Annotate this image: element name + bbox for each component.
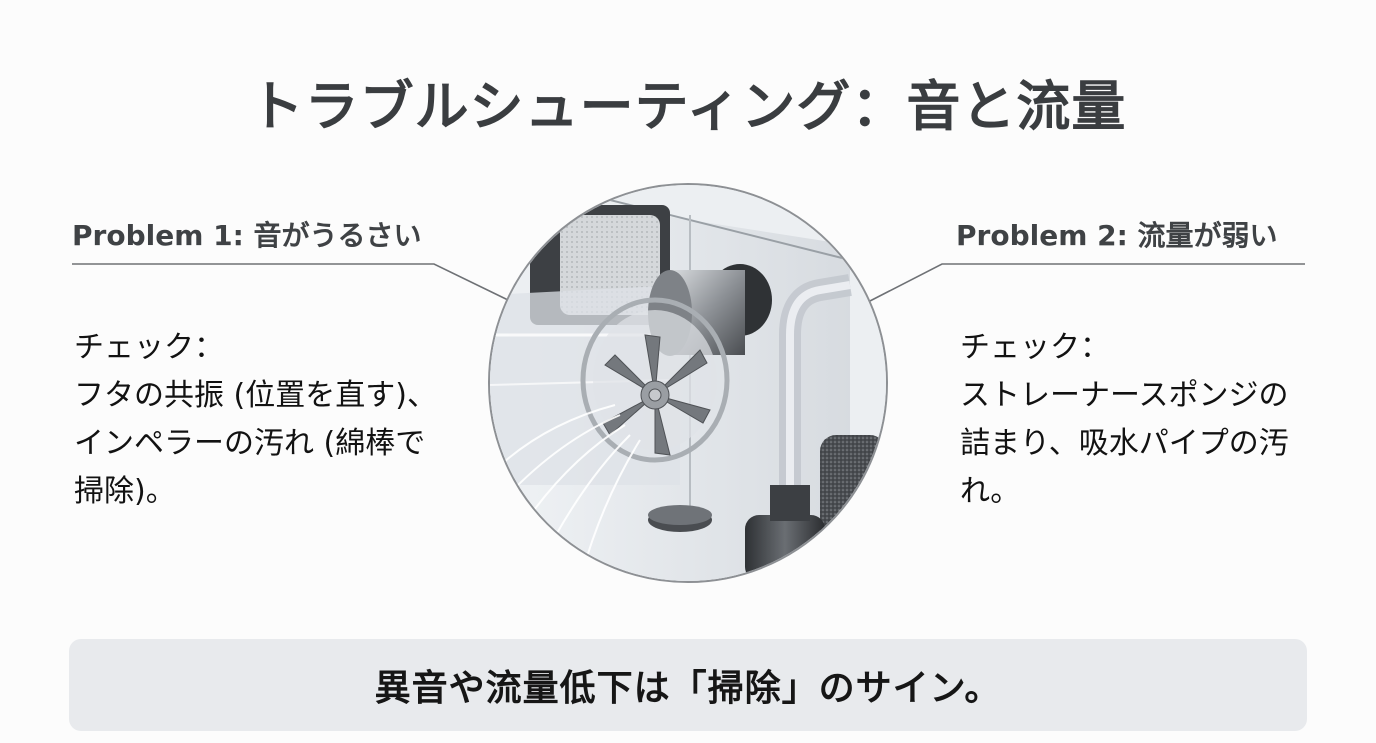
summary-banner-text: 異音や流量低下は「掃除」のサイン。 xyxy=(374,668,1002,709)
problem-2-heading: Problem 2: 流量が弱い xyxy=(956,219,1278,252)
filter-pump-icon xyxy=(490,185,886,581)
check-label: チェック： xyxy=(74,330,224,365)
check-label: チェック： xyxy=(960,330,1110,365)
check-line: ストレーナースポンジの xyxy=(960,378,1289,413)
leader-line-problem-1 xyxy=(72,263,509,301)
leader-line-problem-2 xyxy=(867,263,1305,303)
check-line: 詰まり、吸水パイプの汚 xyxy=(960,426,1289,461)
problem-1-heading: Problem 1: 音がうるさい xyxy=(72,219,422,252)
problem-2-checklist: チェック： ストレーナースポンジの 詰まり、吸水パイプの汚 れ。 xyxy=(960,324,1320,516)
check-line: 掃除)。 xyxy=(74,474,176,509)
check-line: れ。 xyxy=(960,474,1021,509)
problem-1-checklist: チェック： フタの共振 (位置を直す)、 インペラーの汚れ (綿棒で 掃除)。 xyxy=(74,324,464,516)
check-line: インペラーの汚れ (綿棒で xyxy=(74,426,426,461)
pump-cutaway-illustration xyxy=(488,183,888,583)
check-line: フタの共振 (位置を直す)、 xyxy=(74,378,437,413)
slide-title: トラブルシューティング：音と流量 xyxy=(249,75,1127,138)
summary-banner: 異音や流量低下は「掃除」のサイン。 xyxy=(69,639,1307,731)
